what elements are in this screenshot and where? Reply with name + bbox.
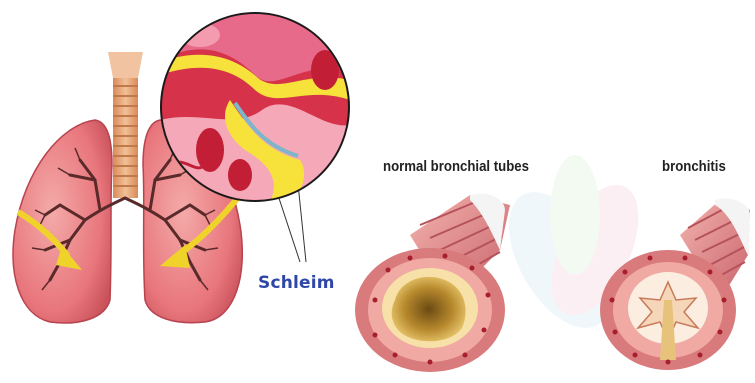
normal-bronchial-tube <box>355 194 510 372</box>
mucus-label: Schleim <box>258 273 335 293</box>
normal-tubes-label: normal bronchial tubes <box>383 158 529 175</box>
bronchitis-label: bronchitis <box>662 158 726 175</box>
trachea <box>108 52 143 198</box>
magnified-tissue <box>160 12 350 202</box>
